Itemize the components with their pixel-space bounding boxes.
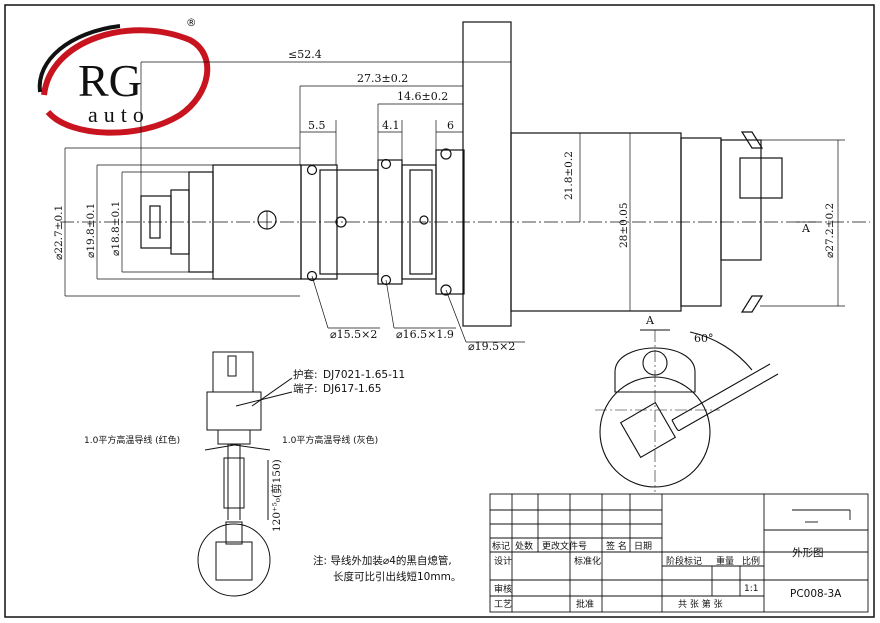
tb-standardize: 标准化 (574, 555, 601, 567)
angle-label: 60° (694, 332, 714, 345)
dim-dia-21-8: 21.8±0.2 (563, 151, 575, 200)
connector-detail (197, 351, 293, 597)
tb-stage-mark: 阶段标记 (666, 555, 702, 567)
drawing-note: 注: 导线外加装⌀4的黑自熄管, 长度可比引出线短10mm。 (313, 554, 461, 583)
dim-length-27-3: 27.3±0.2 (357, 72, 408, 85)
dimension-lines-left (64, 133, 845, 311)
terminal-label: 端子: (293, 382, 318, 395)
dim-dia-27-2: ⌀27.2±0.2 (824, 203, 836, 258)
tb-count: 处数 (515, 540, 533, 552)
tb-sheets: 共 张 第 张 (678, 598, 723, 610)
tb-mark: 标记 (492, 540, 510, 552)
tb-sign: 签 名 (606, 540, 627, 552)
end-view-labels: A 60° (645, 314, 714, 345)
tb-date: 日期 (634, 541, 652, 552)
tb-process: 工艺 (494, 599, 512, 610)
tb-change-doc: 更改文件号 (542, 540, 587, 552)
wire-gray-label: 1.0平方高温导线 (灰色) (282, 434, 378, 446)
dim-dia-28: 28±0.05 (618, 202, 630, 248)
sheath-value: DJ7021-1.65-11 (323, 369, 405, 381)
connector-labels: 护套: DJ7021-1.65-11 端子: DJ617-1.65 1.0平方高… (84, 368, 405, 532)
wire-length: 120⁺⁵₀(剪150) (270, 459, 283, 532)
oring-15-5: ⌀15.5×2 (330, 328, 377, 341)
terminal-value: DJ617-1.65 (323, 383, 381, 395)
registered-mark: ® (186, 17, 197, 29)
dimension-texts-top: ≤52.4 27.3±0.2 14.6±0.2 5.5 4.1 6 (288, 48, 454, 132)
tb-drawing-title: 外形图 (792, 547, 824, 559)
logo-subtitle: auto (88, 102, 150, 127)
tb-review: 审核 (494, 583, 512, 595)
tb-drawing-no: PC008-3A (790, 588, 842, 600)
dim-overall-length: ≤52.4 (288, 48, 322, 61)
valve-side-view (60, 21, 870, 327)
note-line-2: 长度可比引出线短10mm。 (333, 570, 461, 583)
title-block (489, 493, 869, 613)
note-line-1: 注: 导线外加装⌀4的黑自熄管, (313, 554, 452, 567)
dim-gap-6: 6 (447, 119, 454, 132)
sheet-border (4, 4, 875, 618)
dim-length-14-6: 14.6±0.2 (397, 90, 448, 103)
rg-auto-logo: RG auto ® (37, 17, 211, 136)
oring-labels: ⌀15.5×2 ⌀16.5×1.9 ⌀19.5×2 (330, 328, 515, 353)
dim-gap-5-5: 5.5 (308, 119, 326, 132)
oring-leaders (311, 275, 525, 343)
dim-dia-22-7: ⌀22.7±0.1 (53, 205, 65, 260)
oring-16-5: ⌀16.5×1.9 (396, 328, 454, 341)
sheath-label: 护套: (293, 368, 318, 381)
wire-red-label: 1.0平方高温导线 (红色) (84, 434, 180, 446)
dim-dia-19-8: ⌀19.8±0.1 (85, 203, 97, 258)
tb-scale-value: 1:1 (744, 584, 758, 594)
dimension-texts-vertical: ⌀22.7±0.1 ⌀19.8±0.1 ⌀18.8±0.1 21.8±0.2 2… (53, 151, 836, 260)
dim-gap-4-1: 4.1 (382, 119, 400, 132)
view-marker-a: A (801, 222, 811, 235)
tb-weight: 重量 (716, 555, 734, 567)
tb-scale: 比例 (742, 555, 760, 567)
dimension-lines-top (140, 61, 511, 196)
tb-approve: 批准 (576, 598, 594, 610)
oring-19-5: ⌀19.5×2 (468, 340, 515, 353)
tb-design: 设计 (494, 555, 512, 567)
title-block-texts: 标记 处数 更改文件号 签 名 日期 设计 标准化 审核 工艺 批准 阶段标记 … (492, 540, 842, 610)
dim-dia-18-8: ⌀18.8±0.1 (110, 201, 122, 256)
end-view-a (595, 329, 779, 492)
end-view-a-marker: A (645, 314, 655, 327)
logo-letters: RG (78, 55, 142, 106)
